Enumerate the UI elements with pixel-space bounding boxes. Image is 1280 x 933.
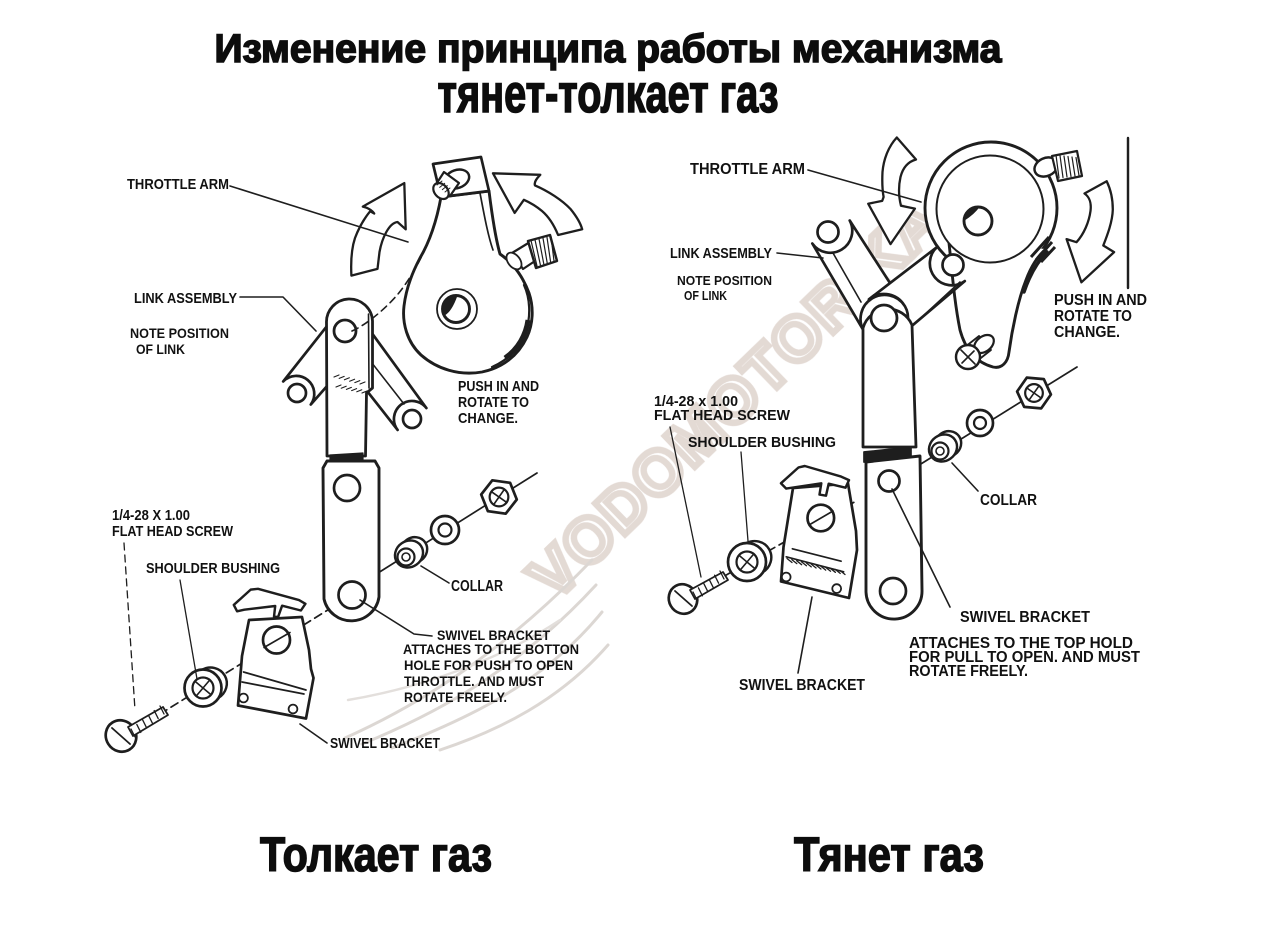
svg-text:FLAT HEAD SCREW: FLAT HEAD SCREW [654, 407, 791, 424]
svg-text:CHANGE.: CHANGE. [1054, 324, 1120, 341]
svg-text:1/4-28 x 1.00: 1/4-28 x 1.00 [654, 393, 738, 410]
svg-text:ROTATE FREELY.: ROTATE FREELY. [909, 663, 1028, 680]
svg-text:OF LINK: OF LINK [684, 288, 728, 303]
svg-text:ATTACHES TO THE BOTTON: ATTACHES TO THE BOTTON [403, 641, 579, 657]
svg-text:CHANGE.: CHANGE. [458, 410, 518, 427]
svg-text:PUSH IN AND: PUSH IN AND [458, 378, 539, 395]
svg-text:SWIVEL BRACKET: SWIVEL BRACKET [960, 609, 1090, 626]
svg-text:SWIVEL BRACKET: SWIVEL BRACKET [739, 677, 865, 694]
svg-text:COLLAR: COLLAR [451, 578, 503, 595]
svg-text:SHOULDER BUSHING: SHOULDER BUSHING [688, 434, 836, 451]
svg-text:SWIVEL BRACKET: SWIVEL BRACKET [330, 735, 440, 752]
svg-text:ATTACHES TO THE TOP HOLD: ATTACHES TO THE TOP HOLD [909, 635, 1133, 652]
svg-text:Тянет газ: Тянет газ [794, 829, 984, 882]
svg-text:LINK ASSEMBLY: LINK ASSEMBLY [670, 245, 772, 262]
svg-text:FOR PULL TO OPEN. AND MUST: FOR PULL TO OPEN. AND MUST [909, 649, 1140, 666]
svg-text:1/4-28 X 1.00: 1/4-28 X 1.00 [112, 507, 190, 524]
svg-text:ROTATE TO: ROTATE TO [1054, 308, 1132, 325]
svg-text:THROTTLE ARM: THROTTLE ARM [127, 176, 229, 193]
svg-text:SHOULDER BUSHING: SHOULDER BUSHING [146, 560, 280, 577]
svg-text:NOTE POSITION: NOTE POSITION [130, 325, 229, 341]
svg-text:PUSH IN AND: PUSH IN AND [1054, 292, 1147, 309]
svg-text:THROTTLE. AND MUST: THROTTLE. AND MUST [404, 673, 544, 689]
svg-text:COLLAR: COLLAR [980, 492, 1037, 509]
svg-text:THROTTLE ARM: THROTTLE ARM [690, 161, 805, 178]
svg-text:OF LINK: OF LINK [136, 341, 185, 357]
svg-text:HOLE FOR PUSH TO OPEN: HOLE FOR PUSH TO OPEN [404, 657, 573, 673]
svg-text:Изменение принципа работы меха: Изменение принципа работы механизма [215, 27, 1003, 71]
svg-text:FLAT HEAD SCREW: FLAT HEAD SCREW [112, 523, 234, 540]
svg-text:Толкает газ: Толкает газ [260, 829, 492, 882]
svg-text:SWIVEL BRACKET: SWIVEL BRACKET [437, 627, 550, 643]
svg-text:тянет-толкает газ: тянет-толкает газ [438, 64, 779, 124]
svg-text:ROTATE TO: ROTATE TO [458, 394, 529, 411]
svg-text:NOTE POSITION: NOTE POSITION [677, 273, 772, 288]
svg-text:LINK ASSEMBLY: LINK ASSEMBLY [134, 290, 237, 307]
svg-text:ROTATE FREELY.: ROTATE FREELY. [404, 689, 507, 705]
